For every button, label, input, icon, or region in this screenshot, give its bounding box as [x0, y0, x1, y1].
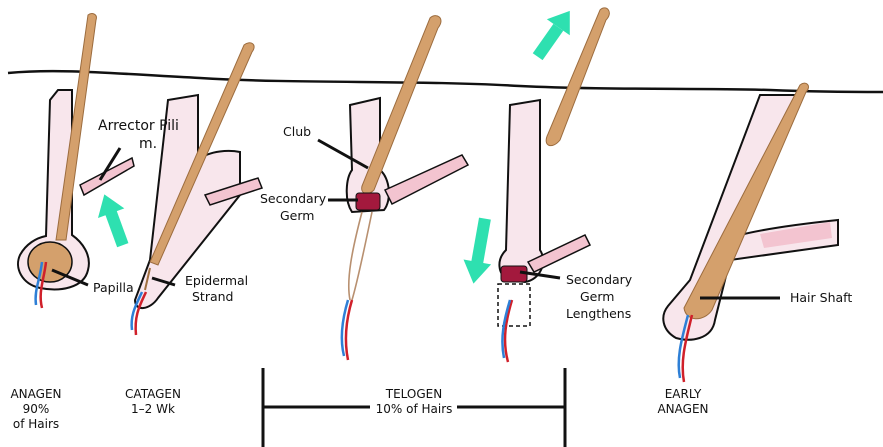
follicle-early-anagen: [663, 83, 838, 382]
stage-catagen: CATAGEN 1–2 Wk: [118, 387, 188, 417]
stage-early-anagen-line2: ANAGEN: [648, 402, 718, 417]
stage-telogen: TELOGEN 10% of Hairs: [370, 387, 458, 417]
arrow-up-catagen: [91, 190, 136, 250]
label-sg-lengthens-lengthens: Lengthens: [566, 306, 631, 321]
stage-telogen-percent: 10% of Hairs: [370, 402, 458, 417]
stage-anagen: ANAGEN 90% of Hairs: [8, 387, 64, 432]
label-secondary: Secondary: [260, 191, 326, 206]
label-papilla: Papilla: [93, 280, 134, 295]
follicle-telogen: [342, 16, 468, 360]
follicle-anagen: [18, 14, 134, 308]
hair-shaft-early-anagen: [684, 83, 808, 319]
skin-surface: [8, 71, 883, 92]
secondary-germ-lengthening: [501, 266, 527, 282]
label-arrector-pili-m: m.: [139, 136, 157, 152]
label-sg-lengthens-germ: Germ: [580, 289, 614, 304]
label-sg-lengthens-secondary: Secondary: [566, 272, 632, 287]
label-club: Club: [283, 124, 311, 139]
stage-anagen-note: of Hairs: [8, 417, 64, 432]
stage-catagen-name: CATAGEN: [118, 387, 188, 402]
epidermal-strand-telogen: [349, 212, 372, 300]
muscle-anagen: [80, 158, 134, 195]
stage-telogen-name: TELOGEN: [370, 387, 458, 402]
label-germ: Germ: [280, 208, 314, 223]
arrow-down-telogen: [460, 216, 499, 286]
stage-anagen-percent: 90%: [8, 402, 64, 417]
stage-catagen-duration: 1–2 Wk: [118, 402, 188, 417]
stage-anagen-name: ANAGEN: [8, 387, 64, 402]
stage-early-anagen: EARLY ANAGEN: [648, 387, 718, 417]
dashed-outline: [498, 284, 530, 326]
label-epidermal: Epidermal: [185, 273, 248, 288]
secondary-germ-telogen: [356, 193, 380, 210]
muscle-telogen: [385, 155, 468, 204]
stage-early-anagen-line1: EARLY: [648, 387, 718, 402]
arrow-up-telogen: [526, 3, 581, 65]
label-hair-shaft: Hair Shaft: [790, 290, 852, 305]
label-arrector-pili: Arrector Pili: [98, 118, 179, 134]
label-strand: Strand: [192, 289, 234, 304]
